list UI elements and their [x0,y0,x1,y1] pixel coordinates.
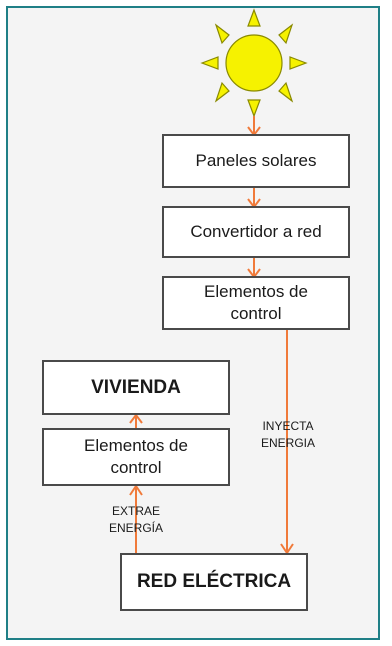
arrow-converter-to-control [247,258,261,279]
extrae-energia-label: EXTRAE ENERGÍA [108,504,163,535]
arrow-sun-to-panels [247,116,261,137]
red-electrica-box: RED ELÉCTRICA [120,553,308,611]
convertidor-label: Convertidor a red [190,222,322,241]
vivienda-box: VIVIENDA [42,360,230,415]
convertidor-box: Convertidor a red [162,206,350,258]
elementos-control-top-label: Elementos de control [204,282,308,323]
vivienda-label: VIVIENDA [91,376,181,398]
paneles-solares-box: Paneles solares [162,134,350,188]
arrow-control-left-to-vivienda [129,413,143,428]
sun-icon [200,8,308,118]
red-electrica-label: RED ELÉCTRICA [136,571,292,592]
elementos-control-top-box: Elementos de control [162,276,350,330]
elementos-control-left-label: Elementos de control [84,436,188,477]
paneles-solares-label: Paneles solares [195,151,317,170]
arrow-panels-to-converter [247,188,261,209]
arrow-grid-to-control-left [129,484,143,553]
elementos-control-left-box: Elementos de control [42,428,230,486]
inyecta-energia-label: INYECTA ENERGIA [260,419,315,450]
